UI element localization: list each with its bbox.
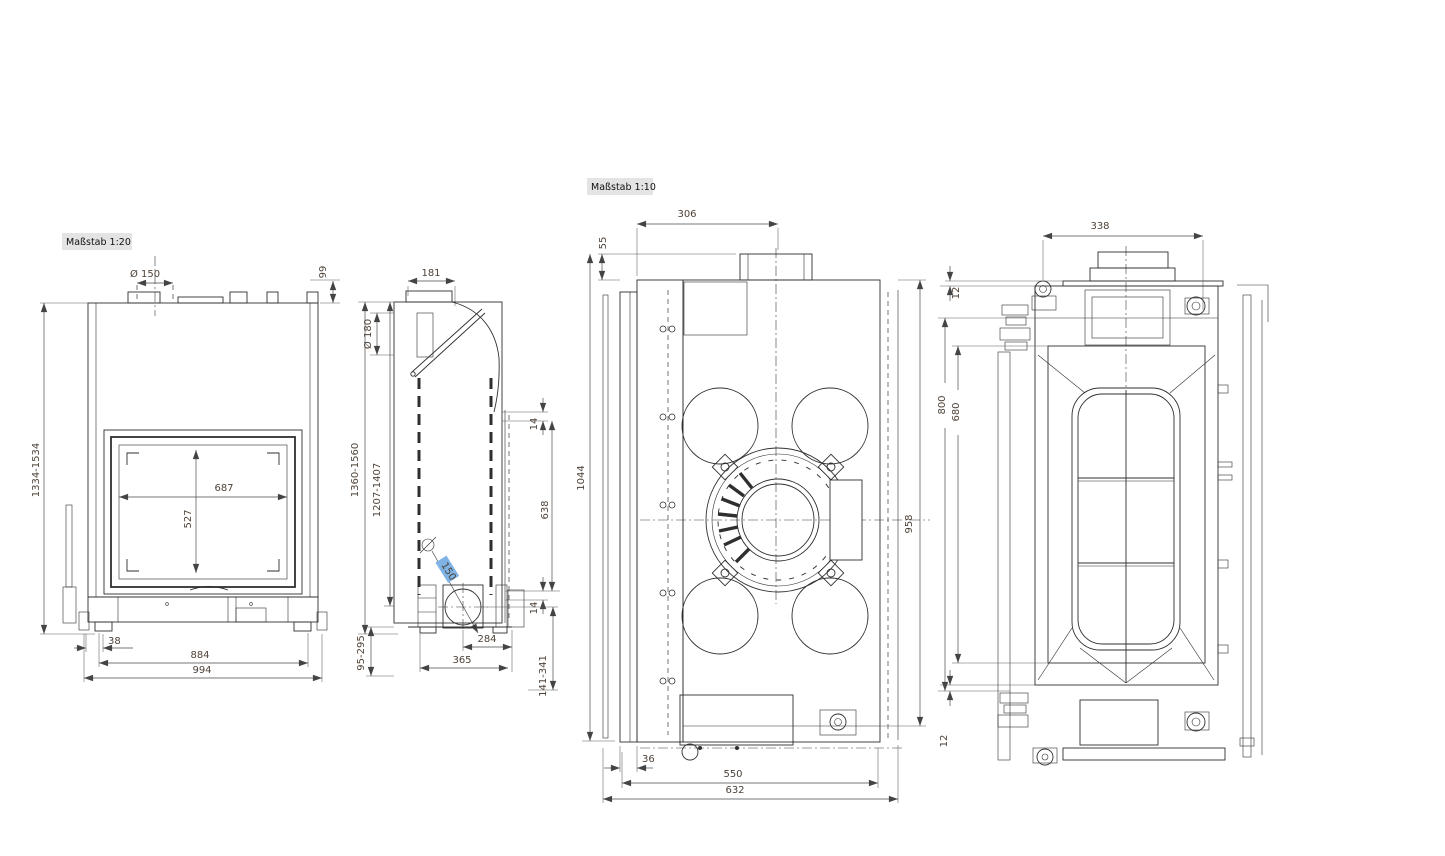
adjustable-leg [495, 584, 508, 628]
front-latch-housing [679, 694, 794, 746]
dim-overall-width: 994 [192, 665, 211, 676]
dim-flue-center-offset: 181 [421, 268, 440, 279]
convection-opening [681, 577, 759, 655]
base-roller [1186, 712, 1206, 732]
dim-glass-width: 687 [214, 483, 233, 494]
dim-overall-width: 632 [725, 785, 744, 796]
glass-corner-mark [267, 452, 280, 465]
scale-text-1-20: Maßstab 1:20 [66, 237, 131, 248]
damper-plate [411, 308, 483, 373]
dim-overall-depth: 1044 [576, 465, 587, 490]
rear-corner-box [683, 281, 748, 336]
dim-height-range-outer: 1360-1560 [350, 443, 361, 498]
side-heat-shield [602, 294, 609, 739]
dim-side-offset: 36 [642, 754, 655, 765]
dim-glass-height: 527 [183, 509, 194, 528]
rear-flue-outlet [416, 312, 434, 358]
dim-flue-box-width: 338 [1090, 221, 1109, 232]
front-body-outline [87, 302, 319, 598]
convection-opening [791, 387, 869, 465]
top-plate [1062, 280, 1224, 287]
side-body-outline [393, 301, 503, 624]
flue-flange [1089, 267, 1176, 282]
glass-pane [118, 444, 288, 580]
dim-plinth-height-range: 95-295 [356, 635, 367, 670]
dim-base-depth: 365 [452, 655, 471, 666]
door-roller [1034, 280, 1052, 298]
dim-glass-bottom-offset: 14 [529, 602, 540, 615]
selection-highlight [435, 555, 460, 583]
casing-outline [1034, 285, 1219, 686]
air-inlet-diameter-callout: 150 [419, 536, 479, 634]
mounting-tabs [711, 453, 845, 587]
front-view: Ø 150 99 687 527 [31, 256, 340, 682]
door-roller [1186, 296, 1206, 316]
smoke-dome-contour [451, 301, 500, 413]
dim-glass-height: 638 [540, 500, 551, 519]
dim-flue-diameter: Ø 150 [130, 268, 160, 280]
scale-label-plan: Maßstab 1:10 [587, 178, 656, 195]
fan-flange [705, 447, 863, 593]
hinge-roller [681, 743, 699, 761]
door-frame [103, 429, 303, 595]
dim-top-plate-offset: 12 [951, 287, 962, 300]
dim-height-range-inner: 1207-1407 [372, 463, 383, 518]
diameter-symbol-icon [421, 538, 435, 552]
label-background [62, 233, 132, 250]
dim-air-inlet-height-range: 141-341 [538, 655, 549, 697]
plan-view: 306 55 1044 958 36 550 632 [576, 209, 930, 803]
door-handle [189, 586, 229, 591]
side-plate-inner [636, 279, 684, 743]
firebox-liner [1047, 345, 1206, 664]
label-background [587, 178, 653, 195]
section-view: 338 [937, 221, 1269, 766]
glass-corner-mark [126, 452, 139, 465]
flue-stub [1097, 251, 1169, 269]
duct-box [829, 479, 863, 561]
dim-body-width: 550 [723, 769, 742, 780]
bolt-dots [659, 325, 676, 685]
dim-bottom-plate-offset: 12 [939, 735, 950, 748]
baffle-box [1084, 289, 1171, 346]
side-plate-outer [619, 291, 638, 743]
frame-column [997, 351, 1011, 761]
dim-rear-stub-depth: 55 [598, 237, 609, 250]
scale-label-front: Maßstab 1:20 [62, 233, 132, 250]
base-panel [87, 596, 319, 623]
dim-collar-height: 99 [318, 266, 329, 279]
glass-corner-mark [126, 559, 139, 572]
top-stub [405, 290, 453, 303]
base-box [1079, 699, 1159, 746]
dim-glass-top-offset: 14 [529, 418, 540, 431]
base-roller [1036, 748, 1054, 766]
adjustable-leg [417, 584, 437, 628]
dim-rear-flue-diameter: Ø 180 [362, 319, 374, 349]
bottom-plate [1062, 747, 1226, 761]
dim-outer-width: 800 [937, 395, 948, 414]
side-view: 181 Ø 180 1360-1560 1207-1407 14 63 [350, 268, 560, 697]
dim-air-inlet-center-offset: 284 [477, 634, 496, 645]
dim-inner-width: 680 [951, 402, 962, 421]
dim-overall-height-range: 1334-1534 [31, 443, 42, 498]
rear-shield-panel [1242, 294, 1252, 758]
dim-foot-inset: 38 [108, 636, 121, 647]
wall-bracket [62, 586, 77, 624]
door-inner-frame [110, 436, 296, 588]
dim-base-width: 884 [190, 650, 209, 661]
convection-opening [681, 387, 759, 465]
flange-ribs [717, 471, 754, 564]
scale-text-1-10: Maßstab 1:10 [591, 182, 656, 193]
dim-flue-center-from-left: 306 [677, 209, 696, 220]
dim-body-depth: 958 [904, 514, 915, 533]
channel-diagonals [1037, 354, 1216, 684]
glass-corner-mark [267, 559, 280, 572]
convection-opening [791, 577, 869, 655]
